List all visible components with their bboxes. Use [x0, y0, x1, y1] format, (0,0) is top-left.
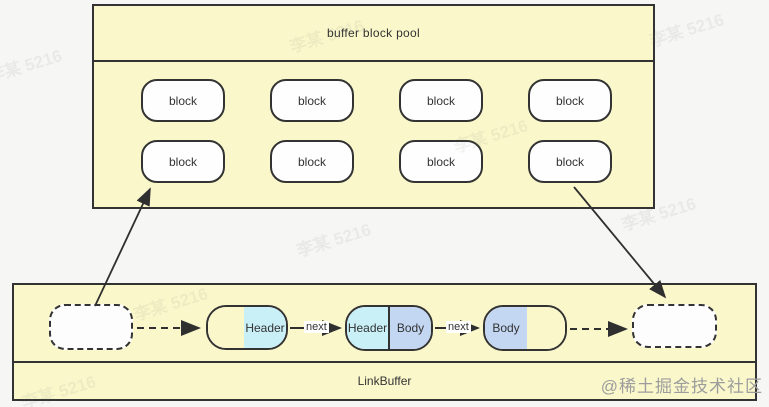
linkbuffer-node-header-body: Header Body — [345, 305, 433, 351]
linkbuffer-footer: LinkBuffer — [14, 361, 755, 399]
linkbuffer-node-body-partial: Body — [483, 305, 567, 351]
community-watermark: @稀土掘金技术社区 — [600, 377, 763, 396]
node-segment-free — [527, 307, 565, 349]
block-node: block — [399, 79, 483, 122]
linkbuffer-node-empty-1 — [49, 304, 133, 350]
watermark-text: 李某 5216 — [0, 46, 65, 87]
block-node: block — [141, 79, 225, 122]
node-segment-body: Body — [388, 307, 431, 349]
block-node: block — [399, 140, 483, 183]
block-node: block — [528, 140, 612, 183]
node-segment-header: Header — [347, 307, 388, 349]
node-segment-header: Header — [244, 307, 286, 348]
block-node: block — [270, 79, 354, 122]
next-pointer-label: next — [446, 321, 471, 333]
linkbuffer-label: LinkBuffer — [357, 374, 412, 388]
pool-title: buffer block pool — [94, 6, 653, 62]
watermark-text: 李某 5216 — [647, 10, 727, 51]
linkbuffer-node-empty-2 — [632, 304, 717, 348]
node-segment-body: Body — [485, 307, 527, 349]
buffer-block-pool: buffer block pool block block block bloc… — [92, 4, 655, 209]
block-node: block — [528, 79, 612, 122]
linkbuffer-node-header-partial: Header — [206, 305, 288, 350]
next-pointer-label: next — [304, 321, 329, 333]
block-node: block — [270, 140, 354, 183]
node-segment-free — [208, 307, 244, 348]
watermark-text: 李某 5216 — [294, 220, 374, 261]
block-node: block — [141, 140, 225, 183]
